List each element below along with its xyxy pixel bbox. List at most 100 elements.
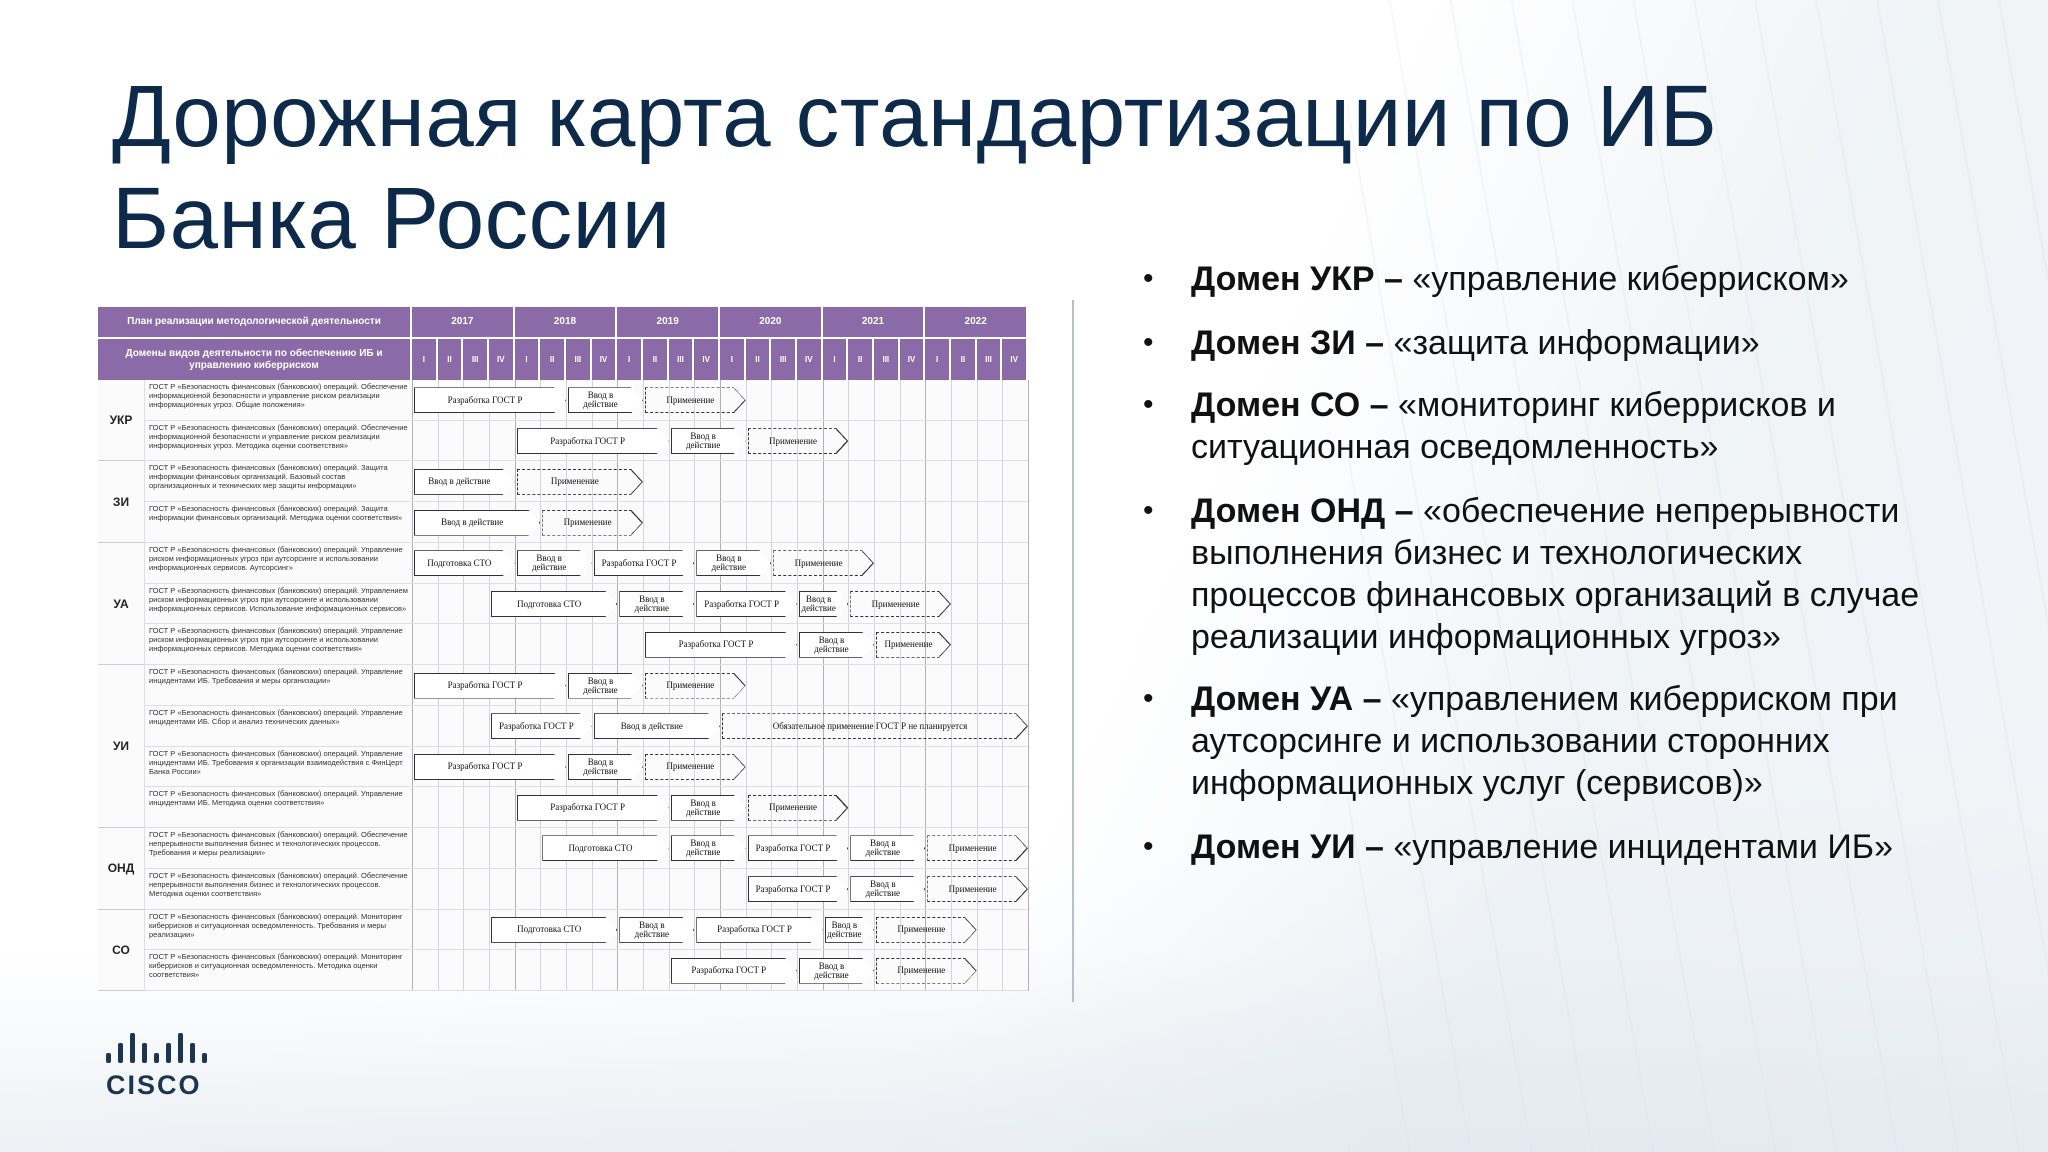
grid-line <box>668 380 670 991</box>
phase-label: Применение <box>563 517 612 528</box>
phase-arrow: Подготовка СТО <box>491 917 617 943</box>
quarter-header: IV <box>694 339 720 380</box>
phase-label: Применение <box>769 435 817 446</box>
phase-label: Ввод в действие <box>620 720 683 731</box>
phase-arrow: Ввод в действие <box>799 632 874 658</box>
phase-arrow: Подготовка СТО <box>491 591 617 617</box>
phase-arrow-application: Применение <box>773 550 874 576</box>
domain-bullet-text: «мониторинг киберрисков и ситуационная о… <box>1191 386 1836 466</box>
phase-arrow-application: Применение <box>645 387 746 413</box>
phase-label: Применение <box>550 476 599 487</box>
row-divider <box>412 827 1028 829</box>
phase-arrow: Разработка ГОСТ Р <box>748 835 849 861</box>
phase-arrow: Разработка ГОСТ Р <box>414 673 566 699</box>
phase-label: Разработка ГОСТ Р <box>717 924 792 935</box>
document-name: ГОСТ Р «Безопасность финансовых (банковс… <box>144 624 412 666</box>
phase-arrow-application: Применение <box>645 754 746 780</box>
phase-arrow: Разработка ГОСТ Р <box>696 591 797 617</box>
phase-label: Применение <box>884 639 933 650</box>
phase-arrow-application: Применение <box>850 591 951 617</box>
grid-line <box>899 380 901 991</box>
grid-line <box>797 380 798 991</box>
phase-arrow: Разработка ГОСТ Р <box>671 958 797 984</box>
domain-label: УИ <box>98 665 144 829</box>
row-divider <box>412 664 1028 666</box>
phase-arrow: Ввод в действие <box>414 469 515 495</box>
domain-bullet-title: Домен УКР – <box>1191 260 1413 298</box>
phase-label: Разработка ГОСТ Р <box>498 720 574 731</box>
cisco-bars-icon <box>106 1033 228 1063</box>
year-header-2018: 2018 <box>515 307 618 337</box>
grid-line <box>951 380 952 991</box>
phase-label: Ввод в действие <box>685 431 721 451</box>
grid-line <box>412 380 413 991</box>
quarter-header: I <box>412 339 438 380</box>
phase-arrow: Разработка ГОСТ Р <box>696 917 822 943</box>
domain-label: ЗИ <box>98 461 144 543</box>
quarter-header: IV <box>797 339 823 380</box>
domain-label: УКР <box>98 380 144 462</box>
phase-label: Ввод в действие <box>685 838 721 858</box>
document-name: ГОСТ Р «Безопасность финансовых (банковс… <box>144 665 412 706</box>
document-name: ГОСТ Р «Безопасность финансовых (банковс… <box>144 868 412 910</box>
phase-arrow: Ввод в действие <box>568 387 643 413</box>
phase-arrow: Подготовка СТО <box>542 835 668 861</box>
phase-arrow-application: Обязательное применение ГОСТ Р не планир… <box>722 713 1028 739</box>
phase-label: Применение <box>769 802 817 813</box>
grid-line <box>976 380 978 991</box>
grid-line <box>745 380 747 991</box>
phase-label: Ввод в действие <box>531 553 567 573</box>
domain-bullet-title: Домен УА – <box>1191 680 1391 718</box>
domain-bullet-title: Домен СО – <box>1191 386 1398 424</box>
row-divider <box>412 541 1028 543</box>
quarter-header: I <box>925 339 951 380</box>
document-name: ГОСТ Р «Безопасность финансовых (банковс… <box>144 542 412 584</box>
phase-arrow: Разработка ГОСТ Р <box>748 876 849 902</box>
phase-label: Применение <box>794 557 843 568</box>
row-divider <box>412 908 1028 910</box>
phase-arrow-application: Применение <box>517 469 643 495</box>
phase-label: Ввод в действие <box>685 797 721 817</box>
phase-arrow: Разработка ГОСТ Р <box>517 428 669 454</box>
roadmap-table: План реализации методологической деятель… <box>98 307 1029 991</box>
quarter-header: II <box>951 339 977 380</box>
document-name: ГОСТ Р «Безопасность финансовых (банковс… <box>144 420 412 462</box>
phase-label: Разработка ГОСТ Р <box>447 680 523 690</box>
document-name: ГОСТ Р «Безопасность финансовых (банковс… <box>144 787 412 829</box>
domain-label: ОНД <box>98 828 144 910</box>
document-name: ГОСТ Р «Безопасность финансовых (банковс… <box>144 950 412 991</box>
domain-bullet: Домен ОНД – «обеспечение непрерывности в… <box>1143 490 1943 658</box>
domain-bullet-text: «управление инцидентами ИБ» <box>1393 828 1894 866</box>
header-domains-label: Домены видов деятельности по обеспечению… <box>98 339 412 380</box>
year-header-2020: 2020 <box>720 307 823 337</box>
phase-label: Ввод в действие <box>583 756 618 776</box>
phase-arrow: Разработка ГОСТ Р <box>491 713 592 739</box>
domain-bullet-title: Домен УИ – <box>1191 828 1394 866</box>
row-divider <box>412 623 1028 625</box>
phase-label: Ввод в действие <box>634 919 670 939</box>
domain-bullet: Домен УКР – «управление киберриском» <box>1143 258 1943 300</box>
grid-line <box>566 380 567 991</box>
document-name: ГОСТ Р «Безопасность финансовых (банковс… <box>144 380 412 421</box>
phase-arrow-application: Применение <box>927 835 1028 861</box>
phase-label: Применение <box>666 761 715 772</box>
quarter-header: IV <box>900 339 926 380</box>
cisco-wordmark: CISCO <box>106 1070 202 1100</box>
phase-label: Подготовка СТО <box>568 842 633 853</box>
quarter-header: II <box>643 339 669 380</box>
phase-label: Разработка ГОСТ Р <box>755 842 831 853</box>
phase-label: Обязательное применение ГОСТ Р не планир… <box>772 720 968 731</box>
page-title: Дорожная карта стандартизации по ИБ Банк… <box>112 68 1718 267</box>
phase-arrow: Ввод в действие <box>850 835 925 861</box>
phase-label: Ввод в действие <box>428 476 491 487</box>
quarter-header: I <box>617 339 643 380</box>
quarter-header: IV <box>489 339 515 380</box>
quarter-header: III <box>874 339 900 380</box>
phase-label: Ввод в действие <box>814 960 849 980</box>
phase-label: Разработка ГОСТ Р <box>550 802 626 813</box>
phase-label: Ввод в действие <box>801 594 836 614</box>
phase-label: Применение <box>897 924 946 935</box>
row-divider <box>412 786 1028 788</box>
phase-arrow-application: Применение <box>927 876 1028 902</box>
row-divider <box>412 745 1028 747</box>
